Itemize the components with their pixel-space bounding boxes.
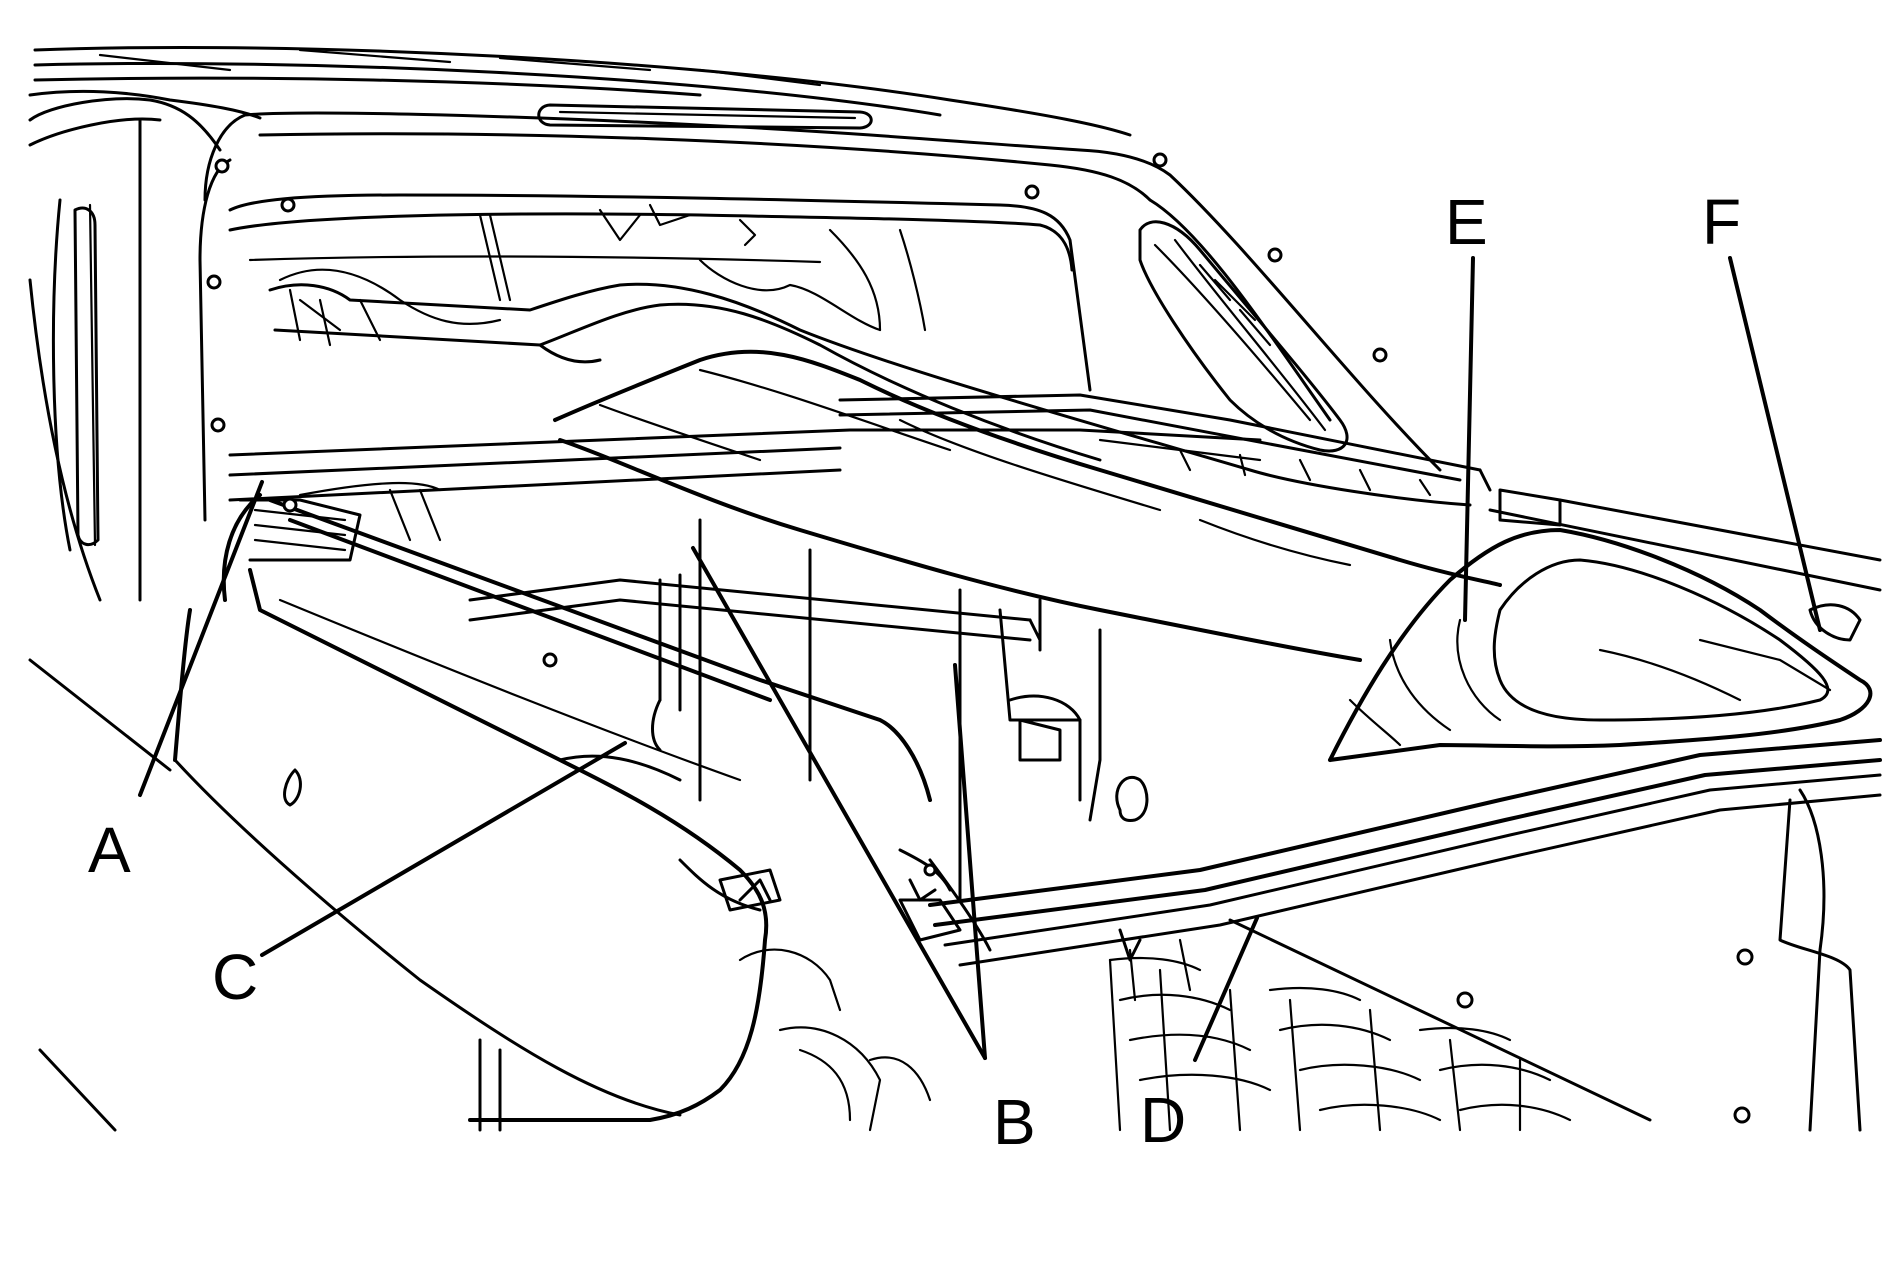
cab-interior — [278, 203, 927, 342]
tailgate-surface — [1108, 918, 1652, 1132]
callout-label-a: A — [88, 814, 131, 886]
leader-b2 — [953, 663, 987, 1060]
leader-a — [138, 480, 264, 797]
callout-label-b: B — [993, 1086, 1036, 1158]
leader-e — [1463, 256, 1475, 622]
tailgate-rail — [928, 738, 1882, 1132]
bed-floor — [268, 498, 1149, 1132]
cargo-bag-end — [1328, 528, 1873, 762]
leader-d — [1193, 916, 1259, 1062]
bed-left-wall — [173, 481, 769, 1132]
rear-window-frame — [228, 111, 1442, 472]
bed-rails — [228, 393, 1882, 592]
cab-left-corner — [28, 97, 247, 1132]
leader-lines — [138, 256, 1822, 1062]
leader-c — [260, 741, 627, 957]
callout-label-f: F — [1702, 186, 1742, 258]
leader-b1 — [691, 546, 987, 1060]
cab-roof — [28, 45, 1132, 137]
callout-label-d: D — [1140, 1084, 1187, 1156]
leader-f — [1728, 256, 1822, 632]
top-rail — [268, 282, 1472, 507]
bolts — [206, 152, 1754, 1124]
callout-label-c: C — [212, 941, 259, 1013]
cargo-bag — [553, 349, 1502, 662]
callout-label-e: E — [1445, 186, 1488, 258]
